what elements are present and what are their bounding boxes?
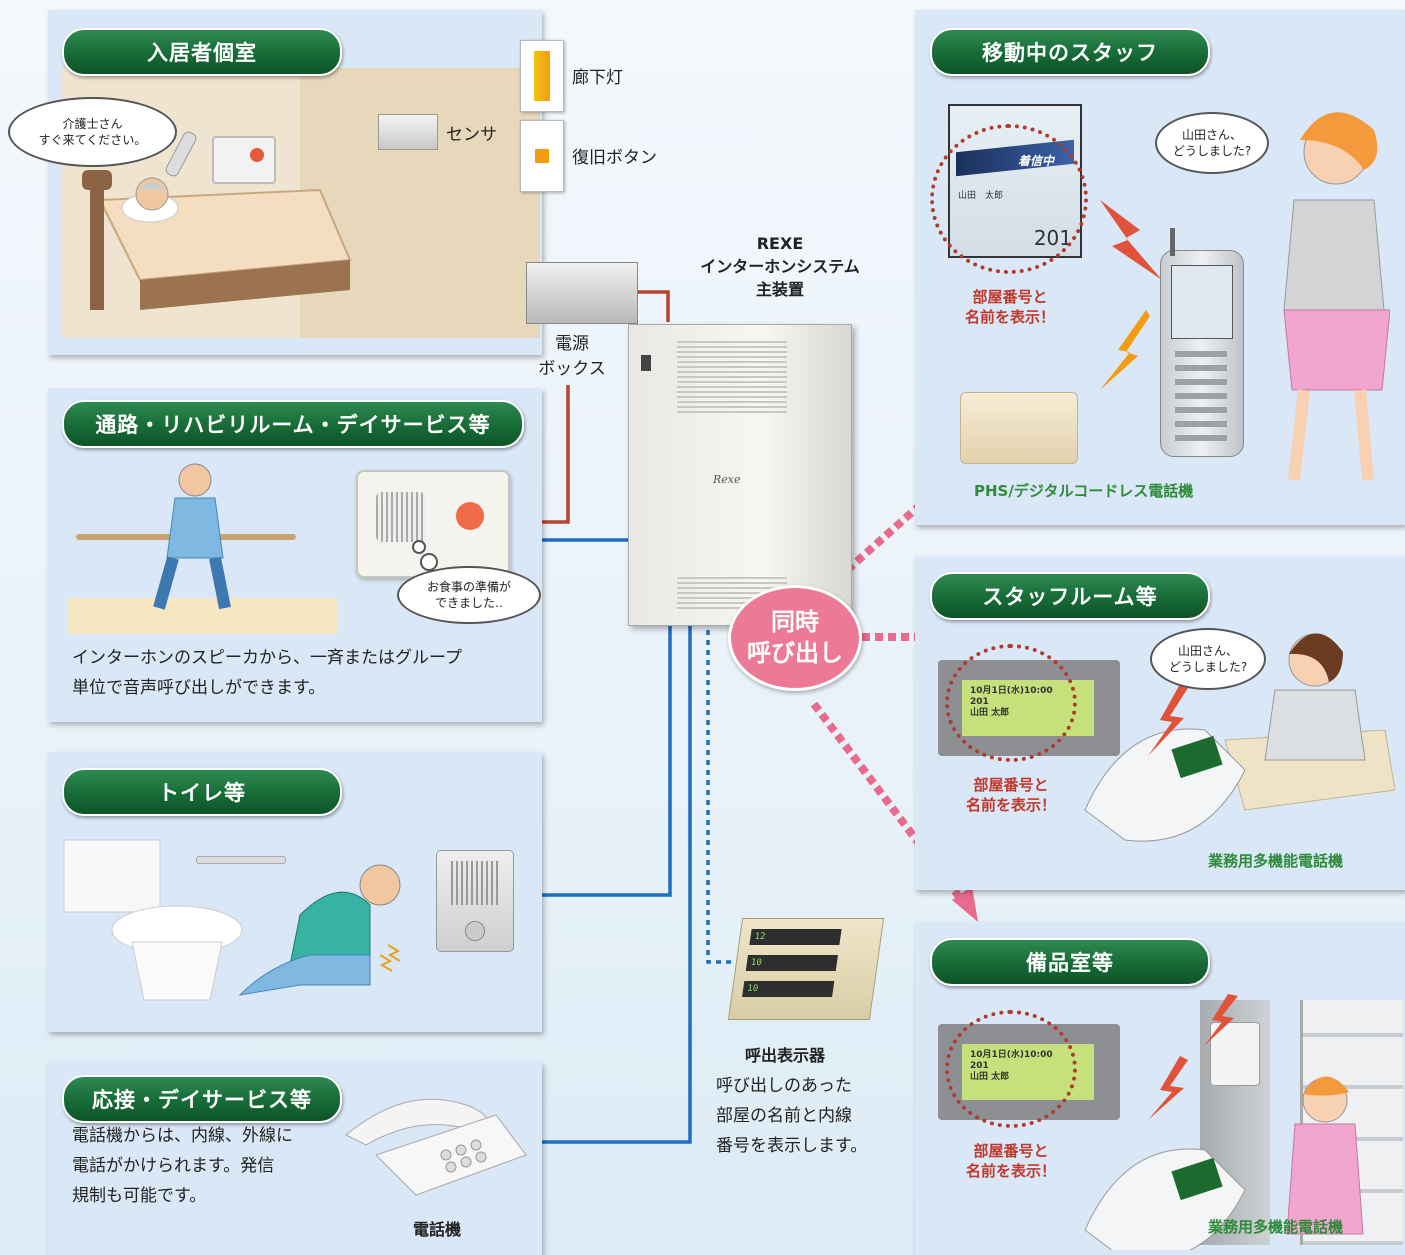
- corridor-desc-line1: インターホンのスピーカから、一斉またはグループ: [72, 648, 462, 668]
- display-desc-line3: 番号を表示します。: [716, 1135, 868, 1156]
- reception-desc-line3: 規制も可能です。: [72, 1185, 207, 1206]
- display-row-1: 12: [749, 929, 842, 945]
- title-resident-room: 入居者個室: [62, 28, 342, 76]
- display-unit-title: 呼出表示器: [744, 1046, 825, 1065]
- power-box-label: 電源ボックス: [522, 332, 622, 381]
- toilet-grab-bar: [196, 856, 286, 864]
- signal-line-toilet: [515, 620, 672, 897]
- toilet-illustration: [63, 839, 243, 1001]
- toilet-intercom-device: [436, 850, 514, 952]
- mobile-bubble-line2: どうしました?: [1172, 144, 1252, 158]
- arrow-to-mobile: [815, 495, 931, 599]
- power-box-line2: ボックス: [538, 358, 606, 379]
- staffroom-bubble-line1: 山田さん、: [1177, 643, 1238, 658]
- main-unit-brand: Rexe: [713, 473, 741, 486]
- elderly-man-in-pain: [238, 864, 401, 996]
- title-staff-room: スタッフルーム等: [930, 572, 1210, 620]
- highlight-ring-mobile: [930, 124, 1088, 274]
- storage-device-label: 業務用多機能電話機: [1208, 1218, 1344, 1236]
- main-unit-line2: インターホンシステム: [700, 257, 860, 277]
- sensor-device: [378, 114, 438, 150]
- power-line-unit: [636, 290, 670, 322]
- corridor-light-device: [520, 40, 564, 112]
- main-unit-line1: REXE: [756, 234, 804, 253]
- mobile-note-line1: 部屋番号と: [972, 288, 1048, 306]
- cordless-base-station: [960, 392, 1078, 464]
- corridor-description: インターホンのスピーカから、一斉またはグループ 単位で音声呼び出しができます。: [72, 644, 537, 704]
- office-phone-and-staff: [1084, 633, 1395, 842]
- title-toilet: トイレ等: [62, 768, 342, 816]
- simultaneous-line1: 同時: [771, 607, 819, 636]
- wall-phone-device: [1210, 1022, 1260, 1086]
- display-desc-line1: 呼び出しのあった: [716, 1076, 852, 1096]
- intercom-red-button: [250, 148, 264, 162]
- staffroom-device-label: 業務用多機能電話機: [1208, 852, 1344, 870]
- label-sensor: センサ: [446, 125, 497, 145]
- label-corridor-light: 廊下灯: [572, 68, 623, 88]
- main-unit-label: REXE インターホンシステム 主装置: [650, 232, 910, 302]
- storage-note-line1: 部屋番号と: [973, 1142, 1049, 1160]
- call-display-unit: 12 10 10: [727, 918, 885, 1020]
- bubble-tail-dot-1: [412, 540, 426, 554]
- corridor-bubble-line1: お食事の準備が: [426, 579, 511, 594]
- title-storage: 備品室等: [930, 938, 1210, 986]
- main-unit-cabinet: Rexe: [628, 324, 852, 626]
- corridor-bubble-line2: できました‥: [434, 596, 503, 610]
- simultaneous-line2: 呼び出し: [747, 639, 843, 667]
- storage-note-line2: 名前を表示！: [965, 1161, 1056, 1180]
- label-reset-button: 復旧ボタン: [572, 148, 657, 168]
- lightning-icons-storage: [1148, 994, 1238, 1120]
- signal-line-display: [706, 620, 735, 964]
- room-wall-edge: [300, 68, 540, 338]
- resident-speech-bubble: 介護士さんすぐ来てください。: [8, 97, 177, 167]
- corridor-desc-line2: 単位で音声呼び出しができます。: [72, 677, 326, 698]
- reset-button-device: [520, 120, 564, 192]
- phs-handset-device: [1160, 250, 1244, 457]
- display-row-3: 10: [742, 981, 835, 997]
- staffroom-display-note: 部屋番号と名前を表示！: [946, 776, 1076, 815]
- elderly-man-walking: [153, 463, 231, 610]
- staff-woman-mobile: [1283, 112, 1390, 481]
- lightning-icons-mobile: [1100, 200, 1162, 390]
- arrowhead-storage: [952, 886, 978, 922]
- mobile-speech-bubble: 山田さん、どうしました?: [1155, 112, 1269, 174]
- title-reception: 応接・デイサービス等: [62, 1075, 342, 1123]
- resident-bubble-line1: 介護士さん: [62, 116, 123, 131]
- staffroom-note-line1: 部屋番号と: [973, 776, 1049, 794]
- main-unit-line3: 主装置: [755, 280, 804, 300]
- corridor-speech-bubble: お食事の準備ができました‥: [397, 566, 541, 624]
- simultaneous-call-badge: 同時呼び出し: [728, 585, 862, 691]
- storage-staff-and-phone: [1084, 1076, 1364, 1250]
- desk-phone-illustration: [345, 1098, 527, 1196]
- mobile-device-label: PHS/デジタルコードレス電話機: [974, 482, 1194, 500]
- corridor-floor: [67, 598, 337, 634]
- staffroom-speech-bubble: 山田さん、どうしました?: [1150, 628, 1266, 690]
- highlight-ring-storage: [945, 1010, 1077, 1128]
- corridor-speaker-device: [356, 470, 510, 578]
- lightning-icon-staffroom: [1148, 684, 1188, 756]
- power-box-line1: 電源: [555, 334, 589, 354]
- storage-display-note: 部屋番号と名前を表示！: [946, 1142, 1076, 1181]
- display-unit-description: 呼び出しのあった 部屋の名前と内線 番号を表示します。: [716, 1072, 906, 1161]
- mobile-note-line2: 名前を表示！: [964, 307, 1055, 326]
- reception-description: 電話機からは、内線、外線に 電話がかけられます。発信 規制も可能です。: [72, 1122, 362, 1211]
- reception-phone-label: 電話機: [412, 1220, 461, 1239]
- highlight-ring-staffroom: [945, 644, 1077, 762]
- mobile-bubble-line1: 山田さん、: [1181, 127, 1242, 142]
- power-box-device: [526, 262, 638, 324]
- title-mobile-staff: 移動中のスタッフ: [930, 28, 1210, 76]
- display-desc-line2: 部屋の名前と内線: [716, 1105, 852, 1126]
- reception-desc-line2: 電話がかけられます。発信: [72, 1155, 275, 1176]
- title-corridor: 通路・リハビリルーム・デイサービス等: [62, 400, 524, 448]
- staffroom-bubble-line2: どうしました?: [1168, 660, 1248, 674]
- reception-desc-line1: 電話機からは、内線、外線に: [72, 1126, 293, 1146]
- phs-antenna: [1170, 228, 1175, 256]
- signal-line-phone: [535, 620, 692, 1144]
- display-row-2: 10: [745, 955, 838, 971]
- staffroom-note-line2: 名前を表示！: [965, 795, 1056, 814]
- mobile-display-note: 部屋番号と名前を表示！: [945, 288, 1075, 327]
- bed-illustration: [82, 170, 352, 310]
- nurse-call-intercom: [212, 136, 276, 184]
- resident-bubble-line2: すぐ来てください。: [38, 133, 147, 147]
